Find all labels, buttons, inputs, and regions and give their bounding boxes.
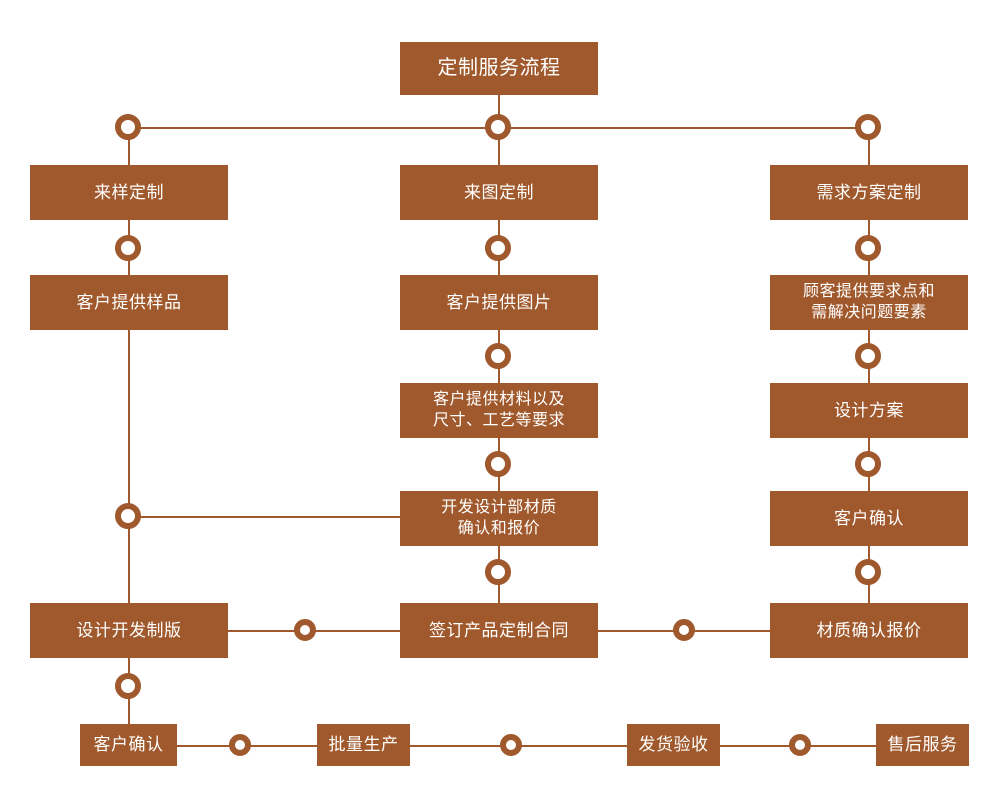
node-drawing-materials-label: 客户提供材料以及 尺寸、工艺等要求 [432,391,565,429]
node-material-quote[interactable]: 材质确认报价 [770,603,968,658]
node-mass-production-label: 批量生产 [328,735,399,755]
connector-sample-provide-to-junction [128,330,130,520]
node-branch-requirement-label: 需求方案定制 [816,182,922,202]
node-customer-confirm-right[interactable]: 客户确认 [770,491,968,546]
node-drawing-materials[interactable]: 客户提供材料以及 尺寸、工艺等要求 [400,383,598,438]
connector-ring-sample-branch [115,114,141,140]
node-after-sales-label: 售后服务 [887,735,958,755]
node-requirement-points-label: 顾客提供要求点和 需解决问题要素 [802,283,935,321]
node-dev-material-quote-label: 开发设计部材质 确认和报价 [441,499,557,537]
connector-ring-contract-to-quote [673,619,695,641]
node-sign-contract[interactable]: 签订产品定制合同 [400,603,598,658]
connector-junction-to-design-dev [128,516,130,606]
node-requirement-points[interactable]: 顾客提供要求点和 需解决问题要素 [770,275,968,330]
node-customer-confirm-right-label: 客户确认 [834,508,904,528]
node-dev-material-quote[interactable]: 开发设计部材质 确认和报价 [400,491,598,546]
connector-ring-delivery-to-after-sales [789,734,811,756]
node-sign-contract-label: 签订产品定制合同 [429,620,569,640]
node-drawing-provide-label: 客户提供图片 [446,292,552,312]
node-customer-confirm-bottom-label: 客户确认 [93,735,164,755]
connector-ring-design-dev-down [115,673,141,699]
node-branch-sample-label: 来样定制 [94,182,164,202]
connector-ring-requirement-points [855,235,881,261]
connector-ring-drawing-provide [485,235,511,261]
node-title-label: 定制服务流程 [437,56,561,79]
connector-title-to-bus [498,95,500,128]
connector-sample-junction-to-dev [128,516,402,518]
node-branch-drawing[interactable]: 来图定制 [400,165,598,220]
connector-ring-requirement-branch [855,114,881,140]
connector-bus-to-drawing [498,127,500,167]
node-branch-sample[interactable]: 来样定制 [30,165,228,220]
node-sample-provide[interactable]: 客户提供样品 [30,275,228,330]
connector-bus-to-sample [128,127,130,167]
connector-ring-production-to-delivery [500,734,522,756]
node-delivery-acceptance-label: 发货验收 [638,735,709,755]
connector-ring-confirm-to-production [229,734,251,756]
connector-ring-dev-quote [485,451,511,477]
node-after-sales[interactable]: 售后服务 [876,724,969,766]
node-drawing-provide[interactable]: 客户提供图片 [400,275,598,330]
node-design-development[interactable]: 设计开发制版 [30,603,228,658]
connector-ring-sample-provide [115,235,141,261]
connector-bus-to-requirement [868,127,870,167]
node-mass-production[interactable]: 批量生产 [317,724,410,766]
connector-ring-material-quote [855,559,881,585]
node-title[interactable]: 定制服务流程 [400,42,598,95]
node-material-quote-label: 材质确认报价 [816,620,922,640]
node-customer-confirm-bottom[interactable]: 客户确认 [80,724,177,766]
node-design-plan[interactable]: 设计方案 [770,383,968,438]
node-delivery-acceptance[interactable]: 发货验收 [627,724,720,766]
connector-ring-dev-to-contract [294,619,316,641]
connector-ring-drawing-materials [485,343,511,369]
node-sample-provide-label: 客户提供样品 [76,292,182,312]
node-design-plan-label: 设计方案 [834,400,904,420]
connector-ring-customer-confirm-right [855,451,881,477]
connector-ring-sample-junction [115,503,141,529]
connector-ring-design-plan [855,343,881,369]
connector-ring-drawing-branch [485,114,511,140]
node-design-development-label: 设计开发制版 [76,620,182,640]
node-branch-requirement[interactable]: 需求方案定制 [770,165,968,220]
connector-ring-contract [485,559,511,585]
node-branch-drawing-label: 来图定制 [464,182,534,202]
